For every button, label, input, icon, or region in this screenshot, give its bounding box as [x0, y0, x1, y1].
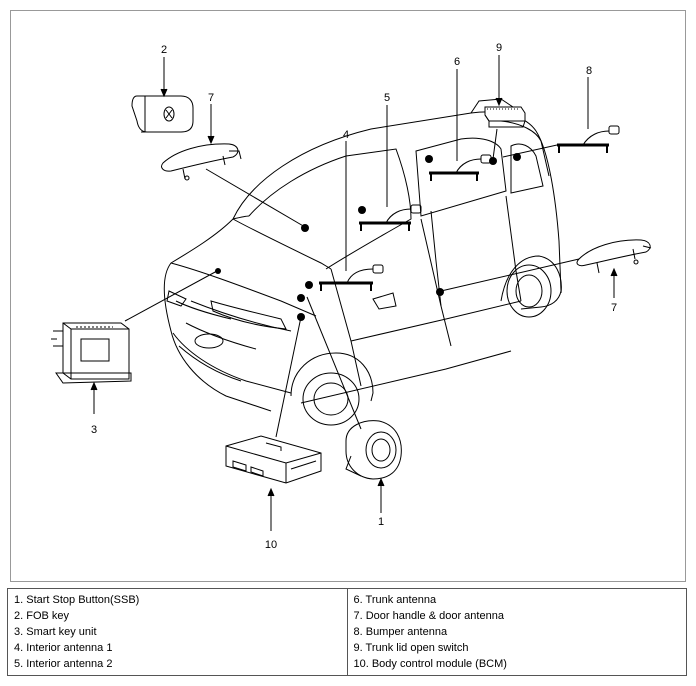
callout-4: 4 — [343, 129, 349, 141]
callout-2: 2 — [161, 44, 167, 56]
interior-antenna-1-illustration — [319, 264, 384, 291]
legend-item-7: 7. Door handle & door antenna — [353, 610, 504, 622]
legend-item-6: 6. Trunk antenna — [353, 594, 437, 606]
callout-10: 10 — [265, 539, 277, 551]
callout-3: 3 — [91, 424, 97, 436]
legend-item-3: 3. Smart key unit — [14, 626, 97, 638]
car-illustration — [163, 98, 562, 426]
callout-8: 8 — [586, 65, 592, 77]
ssb-illustration — [345, 420, 402, 480]
bumper-antenna-illustration — [557, 125, 620, 153]
trunk-antenna-illustration — [429, 154, 492, 181]
legend-item-1: 1. Start Stop Button(SSB) — [14, 594, 140, 606]
callout-labels: 1 2 3 4 5 6 7 7 8 9 10 — [91, 42, 617, 551]
callout-7-right: 7 — [611, 302, 617, 314]
fob-key-illustration — [131, 95, 194, 133]
legend-column-left: 1. Start Stop Button(SSB) 2. FOB key 3. … — [7, 588, 348, 676]
legend-table: 1. Start Stop Button(SSB) 2. FOB key 3. … — [7, 588, 687, 676]
legend-item-2: 2. FOB key — [14, 610, 70, 622]
legend-item-8: 8. Bumper antenna — [353, 626, 448, 638]
location-dots — [215, 153, 521, 321]
callout-9: 9 — [496, 42, 502, 54]
callout-5: 5 — [384, 92, 390, 104]
legend-column-right: 6. Trunk antenna 7. Door handle & door a… — [347, 589, 687, 676]
trunk-lid-switch-illustration — [484, 106, 526, 128]
legend-item-4: 4. Interior antenna 1 — [14, 642, 113, 654]
callout-7-left: 7 — [208, 92, 214, 104]
legend-item-5: 5. Interior antenna 2 — [14, 658, 113, 670]
component-location-diagram: 1 2 3 4 5 6 7 7 8 9 10 — [10, 10, 686, 582]
leader-lines — [90, 55, 618, 531]
door-handle-right-illustration — [576, 239, 652, 274]
smart-key-unit-illustration — [51, 322, 132, 384]
legend-item-10: 10. Body control module (BCM) — [353, 658, 507, 670]
callout-1: 1 — [378, 516, 384, 528]
legend-item-9: 9. Trunk lid open switch — [353, 642, 469, 654]
bcm-illustration — [225, 435, 322, 484]
door-handle-left-illustration — [161, 143, 242, 181]
callout-6: 6 — [454, 56, 460, 68]
interior-antenna-2-illustration — [359, 204, 422, 231]
